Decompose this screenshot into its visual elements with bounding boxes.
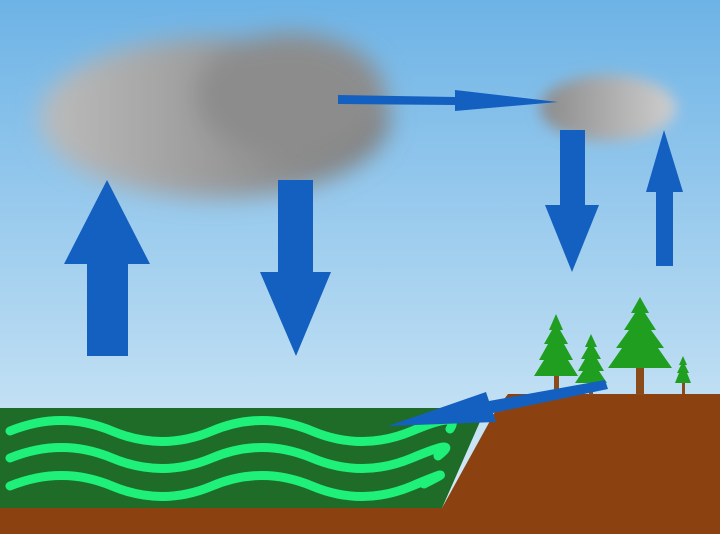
wave bbox=[5, 415, 457, 446]
wave bbox=[5, 470, 445, 501]
evapotranspiration-arrow bbox=[646, 130, 683, 266]
runoff-arrow bbox=[388, 380, 608, 426]
forest bbox=[534, 297, 691, 395]
precipitation-arrow-land bbox=[545, 130, 599, 272]
large-cloud bbox=[40, 33, 390, 198]
tree bbox=[534, 314, 578, 395]
wave bbox=[5, 442, 451, 473]
ocean bbox=[0, 408, 486, 508]
small-cloud bbox=[540, 75, 676, 141]
evaporation-arrow bbox=[64, 180, 150, 356]
process-arrows bbox=[64, 90, 683, 426]
precipitation-arrow-ocean bbox=[260, 180, 331, 356]
advection-arrow bbox=[338, 90, 558, 111]
tree bbox=[675, 356, 691, 394]
tree bbox=[608, 297, 672, 395]
land bbox=[0, 394, 720, 534]
